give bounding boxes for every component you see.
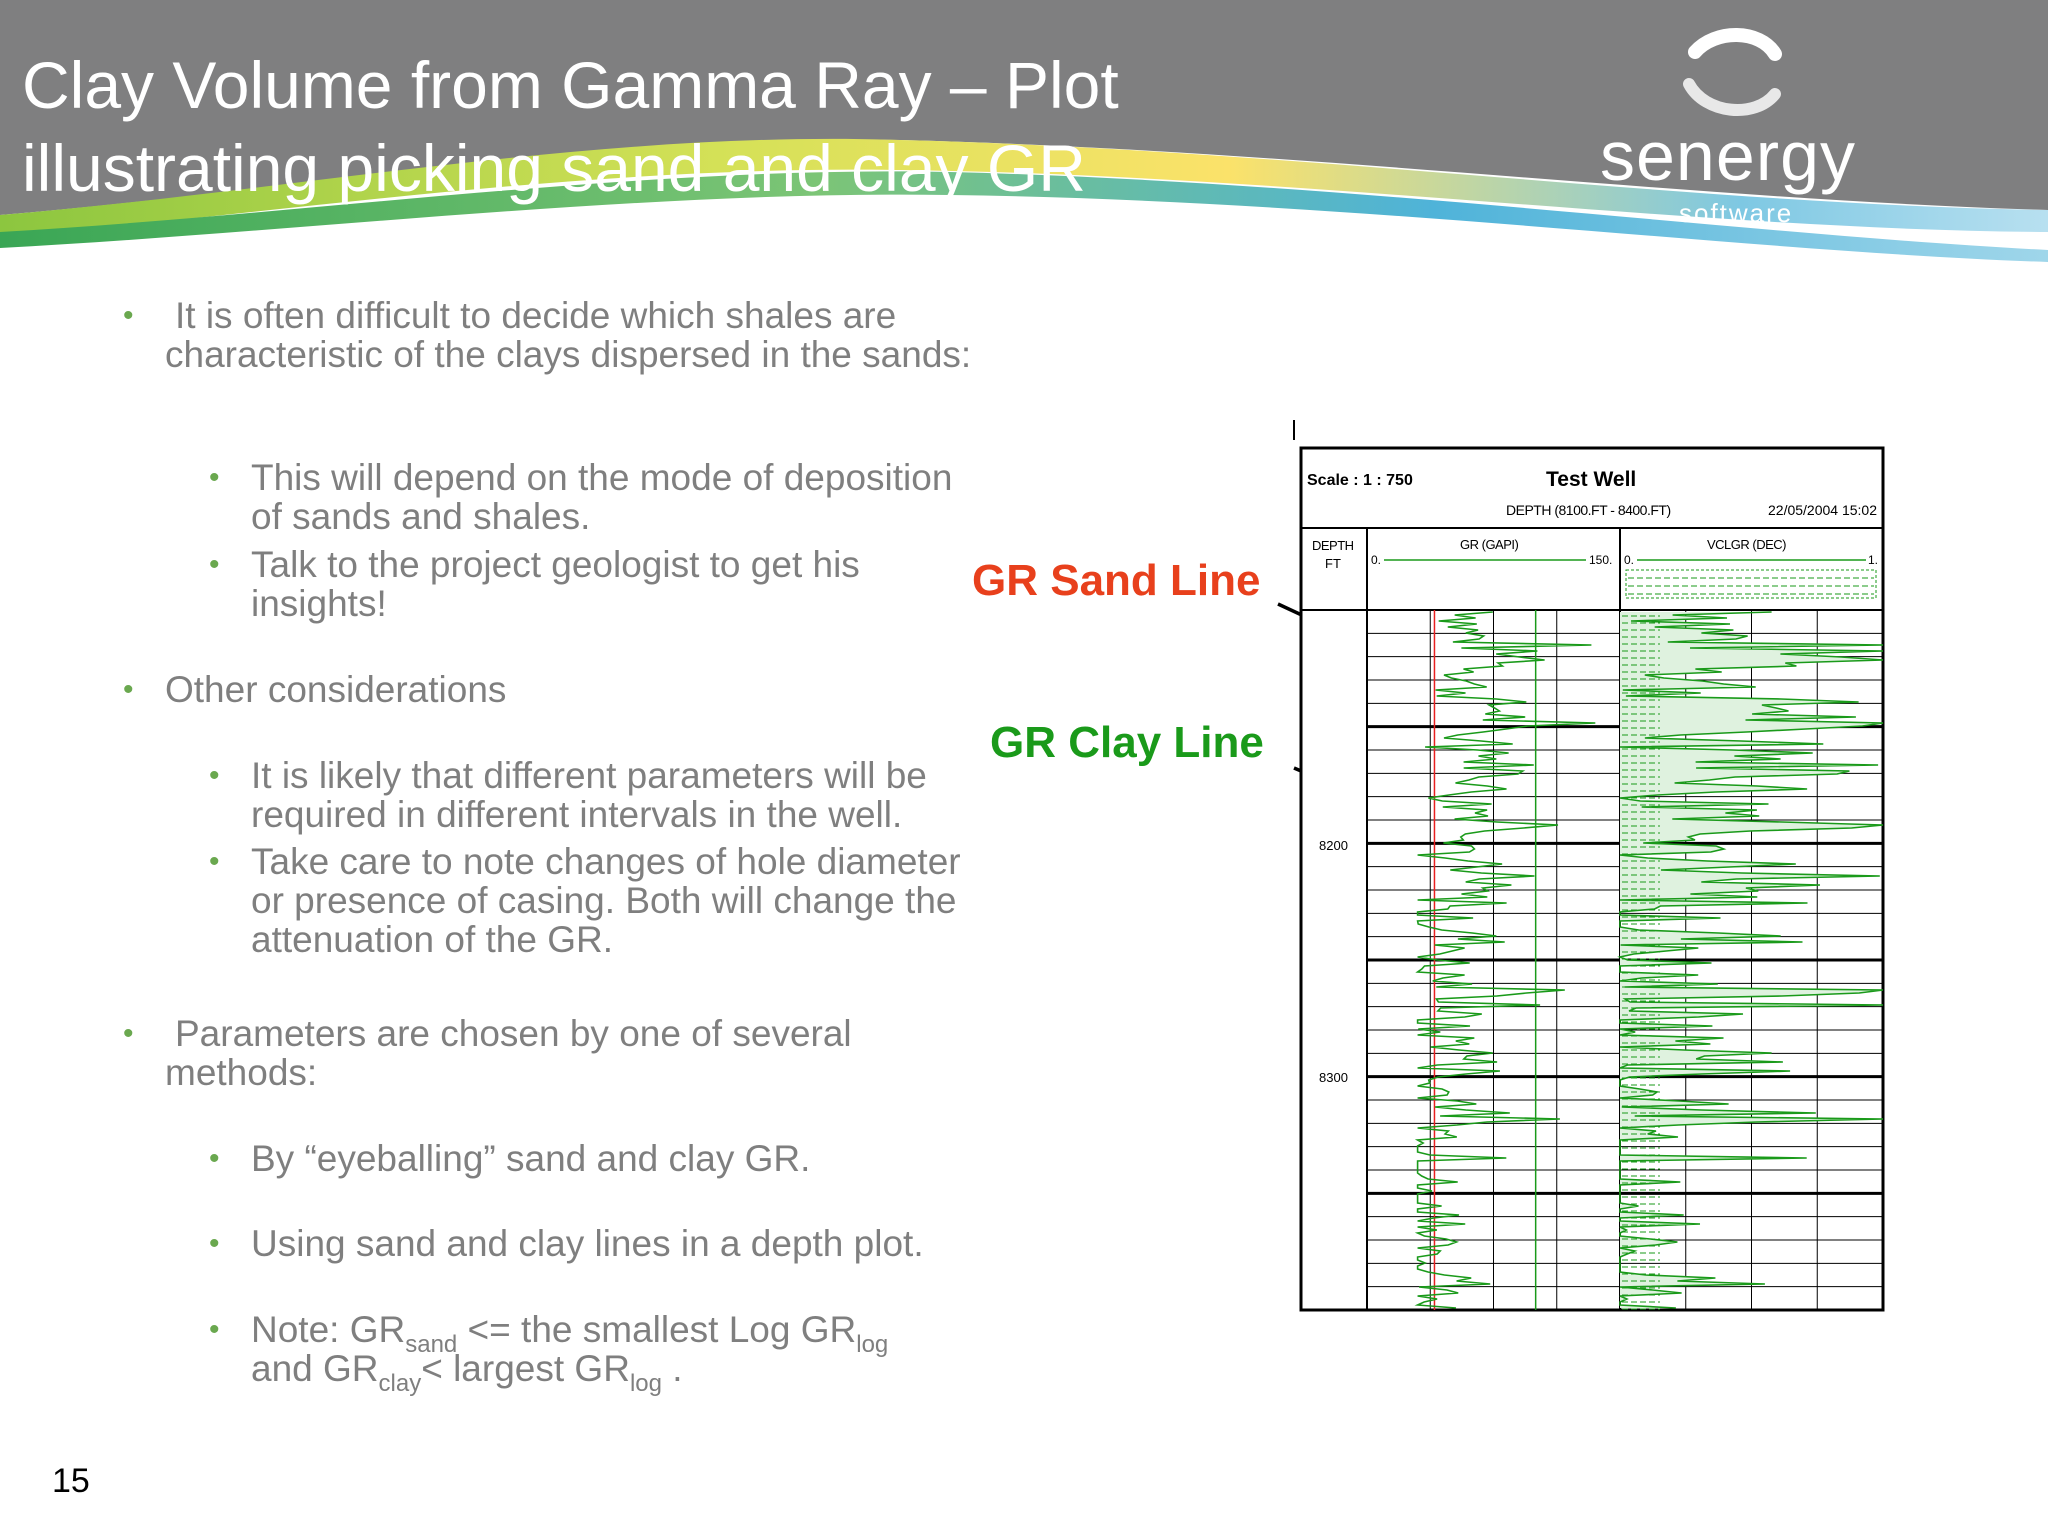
track2-min: 0. — [1624, 553, 1634, 567]
depth-log-plot: Scale : 1 : 750 Test Well DEPTH (8100.FT… — [1299, 446, 1885, 1312]
bullet-1-text: It is often difficult to decide which sh… — [165, 295, 972, 375]
log-date: 22/05/2004 15:02 — [1768, 502, 1877, 518]
banner-background — [0, 0, 2048, 262]
bullet-note: • Note: GRsand <= the smallest Log GRlog… — [209, 1309, 991, 1396]
depth-label-8300: 8300 — [1319, 1070, 1348, 1085]
bullet-dot: • — [123, 1017, 134, 1050]
bullet-2: • Other considerations — [123, 669, 985, 710]
bullet-2a-text: It is likely that different parameters w… — [251, 755, 927, 835]
bullet-3b-text: Using sand and clay lines in a depth plo… — [251, 1223, 924, 1264]
track1-min: 0. — [1371, 553, 1381, 567]
bullet-3a-text: By “eyeballing” sand and clay GR. — [251, 1138, 811, 1179]
note-text: < largest GR — [421, 1348, 630, 1389]
bullet-dot: • — [209, 461, 220, 494]
bullet-dot: • — [209, 1227, 220, 1260]
gr-sand-line-callout: GR Sand Line — [972, 556, 1261, 605]
depth-unit-header: FT — [1325, 556, 1341, 571]
note-subscript: clay — [378, 1370, 422, 1397]
bullet-3b: • Using sand and clay lines in a depth p… — [209, 1223, 1011, 1264]
page-number: 15 — [52, 1462, 90, 1500]
track2-fill-legend — [1625, 569, 1877, 599]
note-subscript: log — [629, 1370, 662, 1397]
log-well-name: Test Well — [1546, 468, 1636, 491]
bullet-dot: • — [209, 1142, 220, 1175]
log-depth-range: DEPTH (8100.FT - 8400.FT) — [1506, 502, 1671, 518]
track2-max: 1. — [1868, 553, 1878, 567]
bullet-1a: • This will depend on the mode of deposi… — [209, 457, 971, 537]
vclgr-shaded-area — [1620, 612, 1883, 1308]
bullet-1b: • Talk to the project geologist to get h… — [209, 544, 971, 624]
depth-column-header: DEPTH — [1312, 538, 1354, 553]
bullet-dot: • — [209, 1313, 220, 1346]
slide-title-line-1: Clay Volume from Gamma Ray – Plot — [22, 48, 1119, 122]
bullet-1: • It is often difficult to decide which … — [123, 295, 985, 375]
logo-subtitle: software — [1679, 198, 1794, 228]
gr-curve — [1414, 611, 1596, 1309]
bullet-2a: • It is likely that different parameters… — [209, 755, 991, 835]
bullet-1a-text: This will depend on the mode of depositi… — [251, 457, 953, 537]
bullet-2b: • Take care to note changes of hole diam… — [209, 841, 991, 960]
gr-clay-line-callout: GR Clay Line — [990, 718, 1264, 767]
note-text: . — [661, 1348, 683, 1389]
bullet-1b-text: Talk to the project geologist to get his… — [251, 544, 860, 624]
bullet-2-text: Other considerations — [165, 669, 507, 710]
log-scale-label: Scale : 1 : 750 — [1307, 472, 1413, 489]
bullet-dot: • — [209, 759, 220, 792]
log-outer-frame — [1299, 446, 1885, 1312]
note-text: <= the smallest Log GR — [457, 1309, 857, 1350]
senergy-logo-icon — [1683, 28, 1782, 116]
track1-curve-name: GR (GAPI) — [1460, 537, 1519, 552]
track2-curve-name: VCLGR (DEC) — [1707, 537, 1786, 552]
depth-label-8200: 8200 — [1319, 838, 1348, 853]
bullet-3a: • By “eyeballing” sand and clay GR. — [209, 1138, 991, 1179]
note-text: Note: GR — [251, 1309, 406, 1350]
note-text: and GR — [251, 1348, 379, 1389]
bullet-dot: • — [209, 548, 220, 581]
logo-wordmark: senergy — [1600, 117, 1857, 195]
bullet-2b-text: Take care to note changes of hole diamet… — [251, 841, 961, 960]
slide-title-line-2: illustrating picking sand and clay GR — [22, 131, 1086, 205]
bullet-dot: • — [123, 299, 134, 332]
note-subscript: log — [856, 1331, 889, 1358]
header-banner: Clay Volume from Gamma Ray – Plot illust… — [0, 0, 2048, 270]
log-curves — [1414, 610, 1884, 1310]
bullet-3-text: Parameters are chosen by one of several … — [165, 1013, 852, 1093]
bullet-dot: • — [123, 673, 134, 706]
track1-max: 150. — [1589, 553, 1612, 567]
bullet-dot: • — [209, 845, 220, 878]
bullet-3: • Parameters are chosen by one of severa… — [123, 1013, 985, 1093]
vclgr-curve — [1617, 611, 1884, 1309]
